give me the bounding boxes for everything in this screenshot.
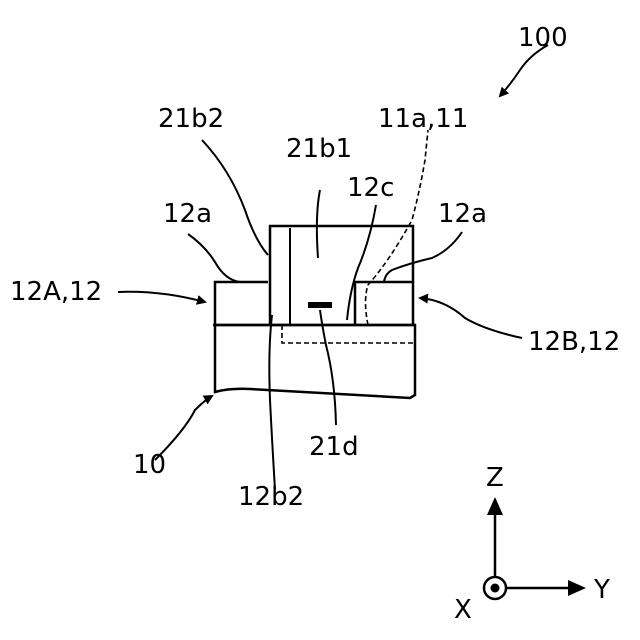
label-side-wall: 12c xyxy=(347,173,394,203)
central-block xyxy=(270,226,413,325)
right-block xyxy=(355,282,413,325)
label-lower-part-2: 12b2 xyxy=(238,482,304,512)
label-right-block: 12B,12 xyxy=(528,327,620,357)
label-marker: 21d xyxy=(309,432,359,462)
substrate xyxy=(215,325,415,398)
label-upper-part-1: 21b1 xyxy=(286,134,352,164)
axis-y-label: Y xyxy=(593,575,610,605)
label-top-right: 12a xyxy=(438,199,487,229)
left-block xyxy=(215,282,268,325)
axes xyxy=(484,497,586,599)
label-left-block: 12A,12 xyxy=(10,277,102,307)
axis-z-label: Z xyxy=(486,463,504,493)
label-electrode-pair: 11a,11 xyxy=(378,104,468,134)
axis-x-label: X xyxy=(454,595,472,625)
label-top-left: 12a xyxy=(163,199,212,229)
label-substrate: 10 xyxy=(133,450,166,480)
label-device: 100 xyxy=(518,23,568,53)
label-upper-part-2: 21b2 xyxy=(158,104,224,134)
marker-bar xyxy=(308,302,332,308)
